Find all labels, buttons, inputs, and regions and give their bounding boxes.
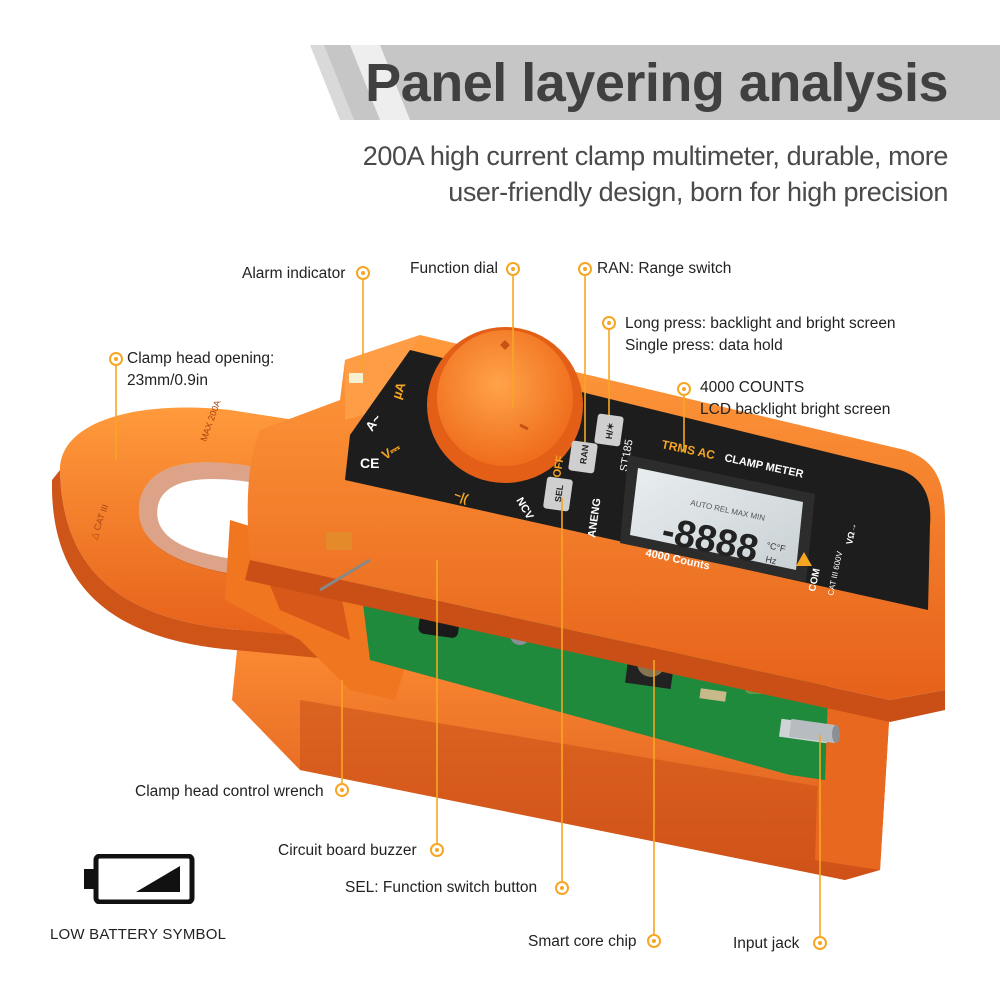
ce-mark: CE [360, 455, 379, 471]
callout-clamp-wrench: Clamp head control wrench [135, 783, 324, 800]
subtitle-line-1: 200A high current clamp multimeter, dura… [362, 141, 949, 171]
callout-dot-chip [647, 934, 661, 948]
dial-label-cap: −|( [452, 488, 470, 506]
subtitle-line-2: user-friendly design, born for high prec… [448, 177, 948, 207]
sel-button[interactable]: SEL [543, 476, 573, 512]
warning-icon [796, 552, 812, 566]
hold-button-label: H/✶ [604, 422, 616, 440]
brand-label: ANENG [586, 497, 603, 538]
callout-dot-wrench [335, 783, 349, 797]
callout-hold-line-1: Long press: backlight and bright screen [625, 315, 896, 332]
low-battery-label: LOW BATTERY SYMBOL [50, 926, 227, 943]
callout-sel-button: SEL: Function switch button [345, 879, 538, 896]
dial-label-ua: µA [389, 379, 409, 401]
callout-dot-alarm [356, 266, 370, 280]
callout-dot-dial [506, 262, 520, 276]
input-jack [788, 718, 840, 744]
callout-dot-buzzer [430, 843, 444, 857]
callout-leaders [115, 275, 821, 942]
range-button-label: RAN [578, 444, 591, 465]
alarm-led [349, 373, 363, 383]
range-button[interactable]: RAN [568, 440, 598, 474]
callout-dot-sel [555, 881, 569, 895]
callout-counts-line-2: LCD backlight bright screen [700, 401, 891, 418]
callout-dot-counts [677, 382, 691, 396]
page-subtitle: 200A high current clamp multimeter, dura… [308, 138, 949, 210]
jack-v-label: VΩ→ [844, 522, 858, 546]
jack-com-label: COM [807, 568, 823, 593]
lcd-units: °C°F [766, 540, 787, 554]
callout-core-chip: Smart core chip [528, 933, 637, 950]
lcd-hz: Hz [765, 554, 778, 566]
lcd-screen [620, 455, 815, 582]
callout-hold-line-2: Single press: data hold [625, 337, 783, 354]
low-battery-icon [84, 854, 195, 904]
sel-button-label: SEL [553, 484, 565, 503]
callout-dot-jack [813, 936, 827, 950]
callout-buzzer: Circuit board buzzer [278, 842, 417, 859]
callout-clamp-opening-line-1: Clamp head opening: [127, 350, 275, 367]
callout-input-jack: Input jack [733, 935, 800, 952]
jaw-wire [319, 558, 371, 592]
title-banner [310, 45, 1000, 120]
callout-dot-hold [602, 316, 616, 330]
callout-function-dial: Function dial [410, 260, 498, 277]
dial-label-off: OFF [551, 455, 567, 479]
callout-clamp-opening-line-2: 23mm/0.9in [127, 372, 208, 389]
callout-range-switch: RAN: Range switch [597, 260, 732, 277]
callout-counts-line-1: 4000 COUNTS [700, 379, 805, 396]
callout-dot-clamp-opening [109, 352, 123, 366]
callout-alarm-indicator: Alarm indicator [242, 265, 346, 282]
hold-button[interactable]: H/✶ [594, 413, 624, 447]
callout-dot-range [578, 262, 592, 276]
page-title: Panel layering analysis [365, 53, 948, 113]
jaw-sensor [326, 532, 352, 550]
function-dial[interactable] [427, 327, 583, 483]
